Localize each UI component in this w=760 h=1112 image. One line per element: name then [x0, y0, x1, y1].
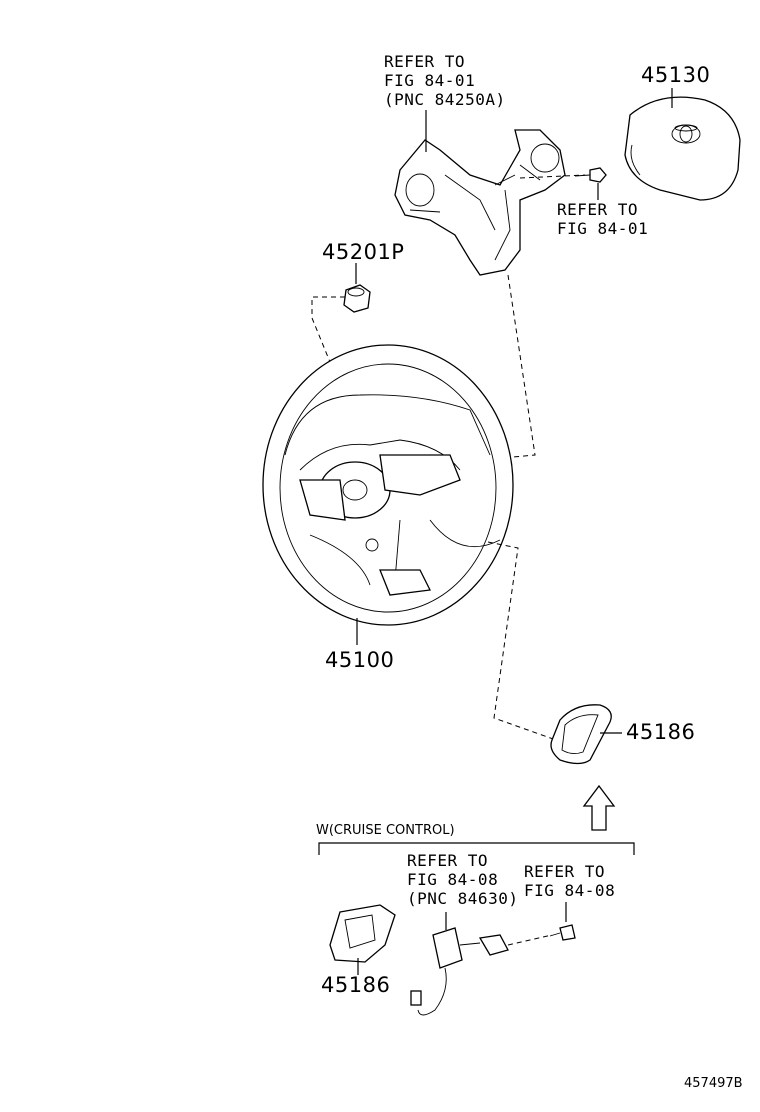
- cover-part-number-lower: 45186: [321, 973, 391, 997]
- arrow-up-icon: [582, 784, 616, 831]
- switch-refer-line3: (PNC 84630): [407, 889, 519, 908]
- airbag-part-number: 45130: [641, 63, 711, 87]
- screw-refer-line2: FIG 84-01: [557, 219, 649, 238]
- bolt-refer-line1: REFER TO: [524, 862, 606, 881]
- pad-refer-line3: (PNC 84250A): [384, 90, 506, 109]
- cover-icon: [329, 904, 396, 963]
- pad-refer-line1: REFER TO: [384, 52, 466, 71]
- bolt-refer-line2: FIG 84-08: [524, 881, 616, 900]
- cruise-control-title: W(CRUISE CONTROL): [316, 823, 455, 838]
- screw-refer-line1: REFER TO: [557, 200, 639, 219]
- cover-part-number-upper: 45186: [626, 720, 696, 744]
- screw-icon: [574, 167, 607, 183]
- pad-refer-line2: FIG 84-01: [384, 71, 476, 90]
- airbag-icon: [624, 96, 741, 201]
- switch-refer-line2: FIG 84-08: [407, 870, 499, 889]
- switch-refer-line1: REFER TO: [407, 851, 489, 870]
- cover-icon: [550, 704, 612, 765]
- steering-wheel-icon: [262, 344, 514, 626]
- cruise-switch-icon: [410, 927, 509, 1016]
- figure-code: 457497B: [684, 1076, 743, 1091]
- wheel-part-number: 45100: [325, 648, 395, 672]
- switch-pad-icon: [394, 129, 566, 276]
- nut-part-number: 45201P: [322, 240, 405, 264]
- bolt-icon: [549, 924, 576, 941]
- nut-icon: [343, 284, 371, 313]
